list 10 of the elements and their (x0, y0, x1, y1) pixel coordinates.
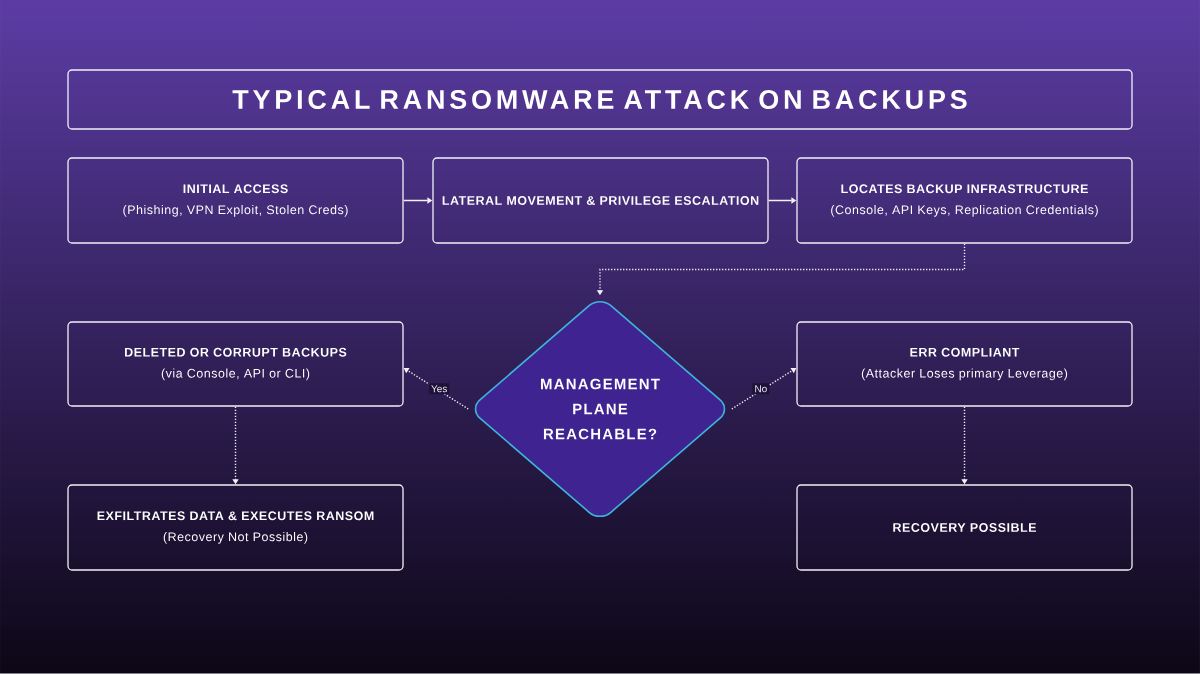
edge-label: Yes (429, 383, 450, 395)
edge-label: No (752, 383, 770, 395)
process-box: ERR COMPLIANT (Attacker Loses primary Leverage) (796, 321, 1133, 407)
title-box: TYPICAL RANSOMWARE ATTACK ON BACKUPS (67, 69, 1133, 130)
process-box: DELETED OR CORRUPT BACKUPS (via Console, API or CLI) (67, 321, 404, 407)
process-box: LATERAL MOVEMENT & PRIVILEGE ESCALATION (432, 157, 769, 244)
process-box: LOCATES BACKUP INFRASTRUCTURE (Console, API Keys, Replication Credentials) (796, 157, 1133, 244)
process-box: RECOVERY POSSIBLE (796, 484, 1133, 571)
process-box: INITIAL ACCESS (Phishing, VPN Exploit, Stolen Creds) (67, 157, 404, 244)
process-box: EXFILTRATES DATA & EXECUTES RANSOM (Recovery Not Possible) (67, 484, 404, 571)
